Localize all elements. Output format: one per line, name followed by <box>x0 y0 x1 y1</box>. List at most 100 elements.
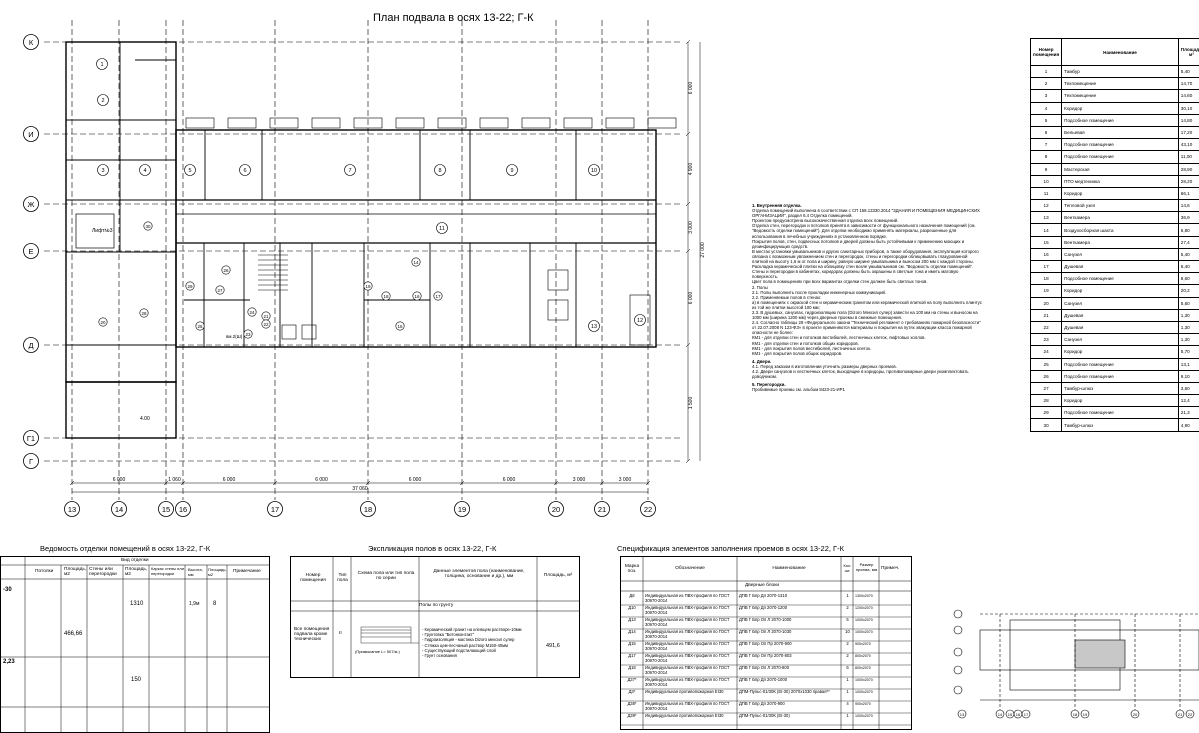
spec-qty-cell: 1 <box>842 594 853 605</box>
room-number-cell: 11 <box>1031 187 1062 199</box>
row-axis-bubble: Г <box>24 454 39 469</box>
room-name-cell: Техпомещение <box>1062 78 1179 90</box>
spec-name-cell: ДПВ Г Бпр Оп Л 2070-1000 <box>739 618 839 629</box>
room-number-mark: 24 <box>248 308 256 316</box>
spec-designation-cell: Индивидуальная противопожарная EI30 <box>645 690 737 701</box>
room-number-mark: 26 <box>222 266 230 274</box>
room-area-cell: 12,4 <box>1178 395 1199 407</box>
spec-designation-cell: Индивидуальная из ПВХ-профиля по ГОСТ 30… <box>645 654 737 665</box>
bottom-dimension: 6 000 <box>503 477 516 483</box>
svg-text:8: 8 <box>438 168 441 174</box>
room-number-mark: 28 <box>140 309 148 317</box>
spec-name-cell: ДПВ Г Бпр Оп Л 2070-1030 <box>739 630 839 641</box>
room-number-cell: 21 <box>1031 309 1062 321</box>
spec-designation-cell: Индивидуальная из ПВХ-профиля по ГОСТ 30… <box>645 594 737 605</box>
spec-size-cell: 1000х2070 <box>855 690 878 701</box>
room-area-cell: 14,60 <box>1178 90 1199 102</box>
room-name-cell: Подсобное помещение <box>1062 139 1179 151</box>
note-line: 2.3. В душевых, санузлах, гидроизоляцию … <box>752 310 984 320</box>
key-plan-axis-bubble: 13 <box>958 710 966 718</box>
col-room-name: Наименование <box>1062 39 1179 66</box>
room-number-cell: 6 <box>1031 126 1062 138</box>
svg-text:17: 17 <box>271 505 279 514</box>
col-room-number: Номер помещения <box>1031 39 1062 66</box>
room-area-cell: 14,80 <box>1178 114 1199 126</box>
room-area-cell: 14,6 <box>1178 200 1199 212</box>
row-axis-bubble: Ж <box>24 197 39 212</box>
spec-qty-cell: 2 <box>842 642 853 653</box>
room-number-mark: 15 <box>396 322 404 330</box>
note-line: а) в помещениях с окраской стен и керами… <box>752 300 984 310</box>
note-line: КМ1 - для покрытия полов общих коридоров… <box>752 351 984 356</box>
svg-text:11: 11 <box>439 226 445 232</box>
finish-col-frame: Каркас стены или перегородки <box>151 566 184 576</box>
bottom-dimension: 6 000 <box>315 477 328 483</box>
row-axis-bubble: Г1 <box>24 431 39 446</box>
svg-text:18: 18 <box>1073 712 1078 717</box>
row-axis-bubble: Е <box>24 244 39 259</box>
room-area-cell: 43,10 <box>1178 139 1199 151</box>
room-number-cell: 19 <box>1031 285 1062 297</box>
floor-section-sketch <box>361 627 419 643</box>
finish-room-code-2: 2,23 <box>3 659 15 665</box>
spec-size-cell: 1000х2070 <box>855 630 878 641</box>
room-number-mark: 4 <box>140 165 151 176</box>
spec-size-cell: 1300х2070 <box>855 594 878 605</box>
spec-designation-cell: Индивидуальная из ПВХ-профиля по ГОСТ 30… <box>645 618 737 629</box>
room-number-mark: 8 <box>435 165 446 176</box>
room-name-cell: Коридор <box>1062 395 1179 407</box>
spec-designation-cell: Индивидуальная из ПВХ-профиля по ГОСТ 30… <box>645 666 737 677</box>
room-area-cell: 5,40 <box>1178 66 1199 78</box>
bottom-dimension: 3 000 <box>619 477 632 483</box>
room-area-cell: 5,70 <box>1178 346 1199 358</box>
room-number-mark: 30 <box>144 222 152 230</box>
room-area-cell: 28,20 <box>1178 175 1199 187</box>
spec-col-mark: Марка поз. <box>622 564 642 574</box>
room-number-mark: 10 <box>589 165 600 176</box>
svg-text:19: 19 <box>458 505 466 514</box>
spec-col-designation: Обозначение <box>645 566 735 571</box>
room-number-mark: 22 <box>262 320 270 328</box>
spec-qty-cell: 6 <box>842 666 853 677</box>
room-number-mark: 2 <box>98 95 109 106</box>
room-number-cell: 14 <box>1031 224 1062 236</box>
room-area-cell: 36,9 <box>1178 212 1199 224</box>
room-name-cell: Душевая <box>1062 309 1179 321</box>
room-name-cell: Тамбур <box>1062 66 1179 78</box>
floor-element-item: - Грунт основания <box>422 653 536 658</box>
room-number-cell: 25 <box>1031 358 1062 370</box>
finish-col-walls: Стены или перегородки <box>89 567 121 577</box>
room-area-cell: 1,30 <box>1178 321 1199 333</box>
room-number-cell: 16 <box>1031 248 1062 260</box>
room-number-mark: 17 <box>434 292 442 300</box>
svg-text:Г: Г <box>29 457 33 466</box>
spec-mark-cell: Д18 <box>622 666 642 677</box>
svg-text:14: 14 <box>115 505 123 514</box>
svg-text:27: 27 <box>217 288 223 293</box>
spec-size-cell: 900х2070 <box>855 702 878 713</box>
room-number-cell: 1 <box>1031 66 1062 78</box>
room-number-cell: 3 <box>1031 90 1062 102</box>
svg-text:25: 25 <box>197 324 203 329</box>
spec-designation-cell: Индивидуальная противопожарная EI30 <box>645 714 737 725</box>
spec-section-label: Дверные блоки <box>745 583 779 588</box>
key-plan-row-bubble <box>954 686 962 694</box>
right-dimension: 6 000 <box>688 82 694 95</box>
room-name-cell: Тамбур-шлюз <box>1062 382 1179 394</box>
svg-text:18: 18 <box>364 505 372 514</box>
room-name-cell: Подсобное помещение <box>1062 407 1179 419</box>
finish-room-code-1: -30 <box>3 587 12 593</box>
spec-name-cell: ДПВ Г Бпр Дп 2070-1000 <box>739 678 839 689</box>
spec-designation-cell: Индивидуальная из ПВХ-профиля по ГОСТ 30… <box>645 606 737 617</box>
room-number-cell: 26 <box>1031 370 1062 382</box>
finish-sheet-table: Вид отделки Потолки Площадь, м2 Стены ил… <box>0 556 270 733</box>
